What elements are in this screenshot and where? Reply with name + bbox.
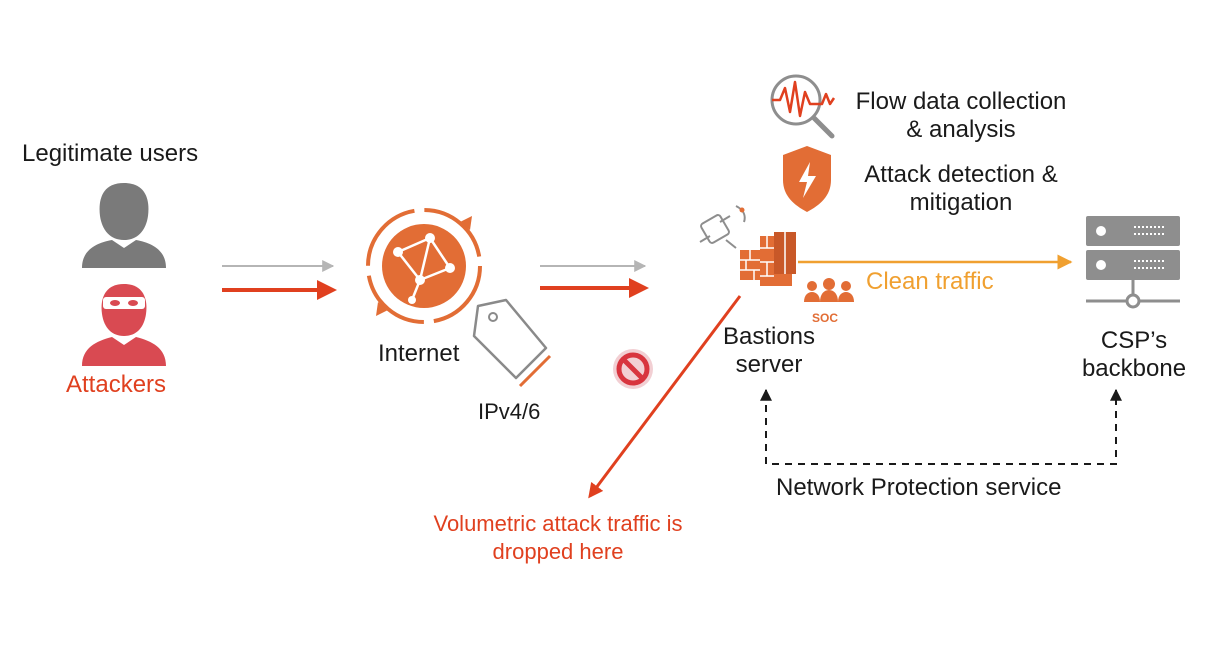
csp-backbone-line-1: CSP’s (1100, 327, 1168, 354)
volumetric-attack-label: Volumetric attack traffic is dropped her… (400, 510, 716, 566)
ip-version-label: IPv4/6 (478, 399, 541, 424)
price-tag-icon (472, 298, 552, 388)
bastions-server-line-1: Bastions (722, 323, 816, 350)
attackers-label: Attackers (66, 371, 167, 398)
csp-backbone-label: CSP’s backbone (1064, 327, 1204, 383)
dropped-traffic-arrow (588, 295, 742, 499)
clean-traffic-label: Clean traffic (866, 268, 994, 295)
bastions-server-line-2: server (735, 351, 803, 378)
firewall-icon (740, 232, 796, 286)
network-protection-loop (765, 392, 1117, 465)
masked-attacker-icon (82, 284, 166, 366)
internet-label: Internet (378, 340, 460, 367)
satellite-icon (699, 205, 746, 249)
attack-detection-line-1: Attack detection & (864, 161, 1058, 188)
server-rack-icon (1086, 216, 1180, 309)
legitimate-users-label: Legitimate users (22, 140, 199, 167)
volumetric-attack-line-1: Volumetric attack traffic is (433, 511, 683, 536)
attack-detection-line-2: mitigation (909, 189, 1013, 216)
soc-label: SOC (812, 311, 838, 325)
bastions-server-label: Bastions server (700, 323, 838, 379)
csp-backbone-line-2: backbone (1081, 355, 1187, 382)
attack-detection-label: Attack detection & mitigation (850, 161, 1072, 217)
flow-data-line-1: Flow data collection (855, 88, 1067, 115)
network-protection-label: Network Protection service (776, 474, 1062, 501)
flow-data-line-2: & analysis (906, 116, 1016, 143)
person-icon (82, 183, 166, 268)
shield-lightning-icon (783, 146, 831, 212)
magnifier-waveform-icon (770, 74, 836, 139)
globe-icon (366, 208, 482, 324)
volumetric-attack-line-2: dropped here (492, 539, 624, 564)
prohibited-icon (613, 349, 653, 389)
flow-data-label: Flow data collection & analysis (846, 88, 1076, 144)
team-icon (804, 278, 854, 302)
